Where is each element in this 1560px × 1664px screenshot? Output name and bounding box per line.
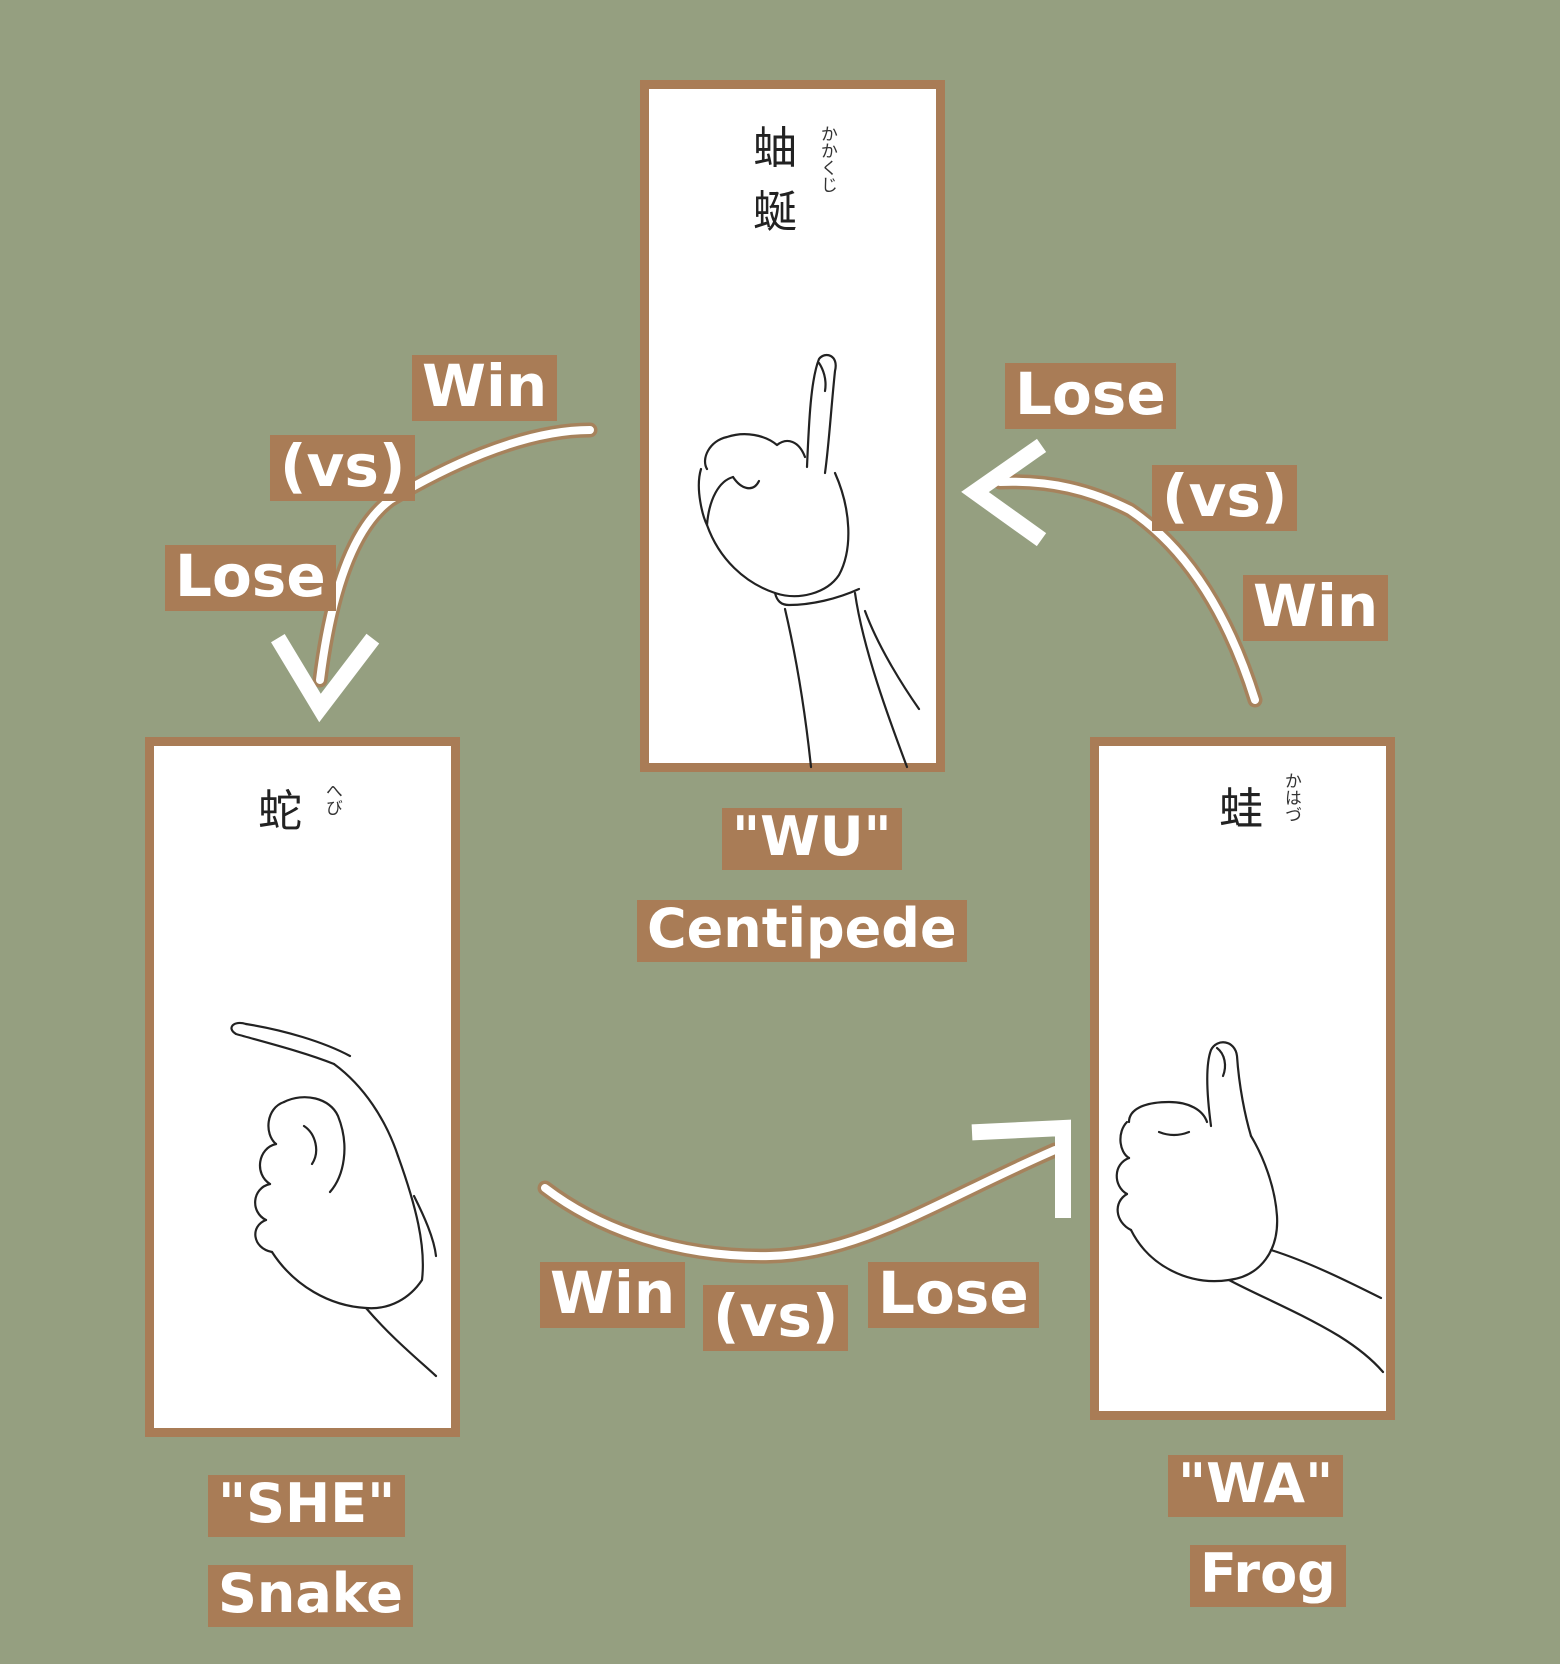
centipede-card: 蚰 蜒 かかくじ [640,80,945,772]
bottom-win-label: Win [540,1262,686,1328]
she-sound-label: "SHE" [208,1475,406,1537]
snake-card: 蛇 へび [145,737,460,1437]
left-win-label: Win [412,355,558,421]
snake-furigana: へび [321,782,342,816]
arrowhead-up-right [971,1119,1071,1218]
centipede-kanji-1: 蚰 [753,123,797,174]
bottom-lose-label: Lose [868,1262,1039,1328]
raised-little-finger-hand-icon [697,353,921,769]
frog-kanji: 蛙 [1219,784,1263,835]
wa-sound-label: "WA" [1168,1455,1344,1517]
frog-furigana: かはづ [1280,772,1301,823]
frog-name-label: Frog [1190,1545,1346,1607]
centipede-furigana: かかくじ [816,125,837,193]
snake-kanji: 蛇 [258,786,302,837]
pointing-finger-hand-icon [230,1021,438,1378]
thumb-up-hand-icon [1115,1041,1385,1374]
wu-sound-label: "WU" [722,808,902,870]
arrowhead-down [271,633,380,723]
right-win-label: Win [1243,575,1389,641]
right-vs-label: (vs) [1152,465,1298,531]
right-lose-label: Lose [1005,363,1176,429]
frog-to-centipede-curve [996,477,1259,704]
arrowhead-left [961,438,1047,547]
snake-name-label: Snake [208,1565,413,1627]
centipede-kanji-2: 蜒 [753,187,797,238]
centipede-name-label: Centipede [637,900,967,962]
snake-to-frog-curve [541,1146,1059,1261]
left-vs-label: (vs) [270,435,416,501]
bottom-vs-label: (vs) [703,1285,849,1351]
left-lose-label: Lose [165,545,336,611]
frog-card: 蛙 かはづ [1090,737,1395,1420]
